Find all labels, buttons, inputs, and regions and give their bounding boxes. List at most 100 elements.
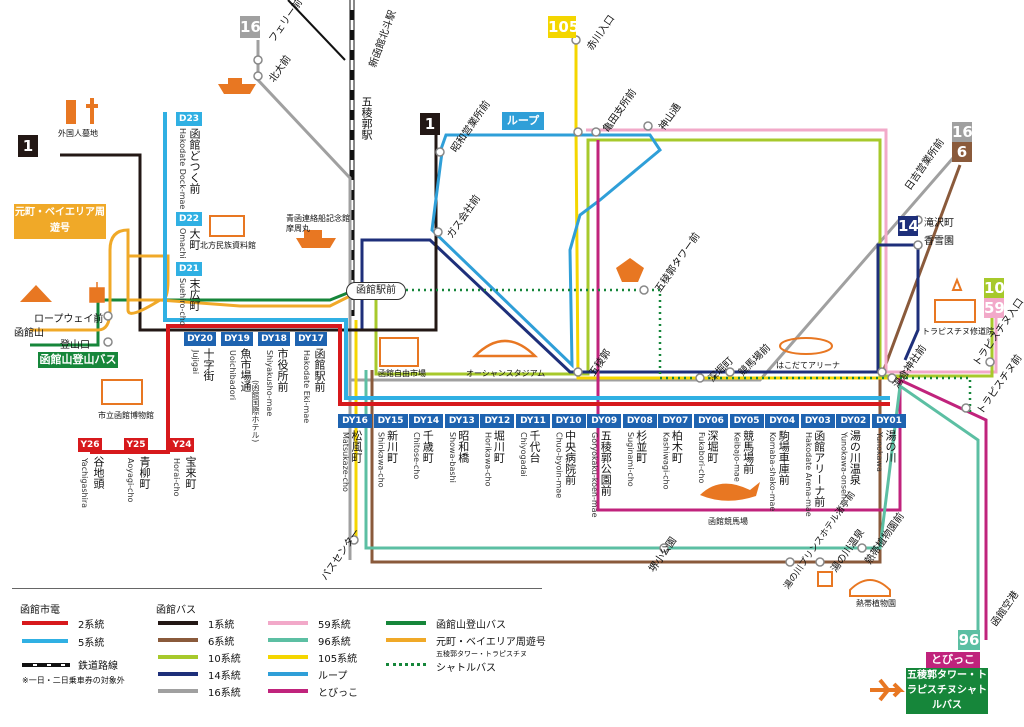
station-code-DY06: DY06 bbox=[694, 414, 728, 428]
route-1-badge-left: 1 bbox=[18, 135, 38, 157]
station-roman-DY19: Uoichibadori bbox=[228, 350, 237, 401]
station-code-DY17: DY17 bbox=[295, 332, 327, 346]
station-name-Y25: 青柳町 bbox=[138, 456, 151, 489]
station-roman-DY11: Chiyogadai bbox=[519, 432, 528, 477]
route-16-east-line bbox=[350, 149, 962, 382]
railway-line bbox=[287, 0, 355, 316]
route-1-line bbox=[60, 135, 438, 332]
legend-bus16: 16系統 bbox=[208, 688, 241, 699]
ropeway-icon bbox=[89, 282, 105, 303]
station-code-D23: D23 bbox=[176, 112, 202, 126]
landmark-racecourse: 函館競馬場 bbox=[708, 517, 748, 526]
station-roman-DY03: Hakodate Arena-mae bbox=[803, 432, 813, 517]
station-roman-Y25: Aoyagi-cho bbox=[126, 458, 135, 503]
station-code-DY03: DY03 bbox=[800, 414, 835, 428]
landmark-botanical: 熱帯植物園 bbox=[856, 599, 896, 608]
legend-bus16-line bbox=[158, 689, 198, 693]
station-code-DY02: DY02 bbox=[836, 414, 871, 428]
bay-area-box: 元町・ベイエリア周遊号 bbox=[14, 204, 106, 239]
stop-kougetsu: 香雪園 bbox=[924, 236, 954, 247]
loop-line bbox=[430, 133, 662, 369]
station-code-DY14: DY14 bbox=[409, 414, 444, 428]
station-roman-DY20: Jujigai bbox=[191, 350, 200, 375]
bay-area-line bbox=[30, 228, 351, 332]
station-code-D21: D21 bbox=[176, 262, 202, 276]
legend-tobikko-line bbox=[268, 689, 308, 693]
station-name-DY07: 柏木町 bbox=[670, 430, 684, 463]
landmark-seikan: 青函連絡船記念館摩周丸 bbox=[286, 214, 350, 233]
legend-tram-title: 函館市電 bbox=[20, 605, 60, 616]
racecourse-icon bbox=[700, 482, 760, 501]
cemetery-icon bbox=[66, 98, 98, 124]
landmark-trappist: トラピスチヌ修道院 bbox=[922, 327, 994, 336]
station-code-Y25: Y25 bbox=[124, 438, 148, 452]
legend-note: ※一日・二日乗車券の対象外 bbox=[22, 676, 125, 685]
legend-bay: 元町・ベイエリア周遊号 bbox=[436, 637, 546, 648]
station-roman-D23: Hakodate Dock-mae bbox=[178, 128, 187, 210]
station-code-DY13: DY13 bbox=[444, 414, 479, 428]
route-14-badge: 14 bbox=[898, 216, 919, 236]
station-note-DY19: (函館国際ホテル) bbox=[251, 380, 260, 443]
station-roman-DY08: Suginami-cho bbox=[625, 432, 635, 487]
route-96-badge: 96 bbox=[958, 630, 980, 650]
station-name-DY06: 深堀町 bbox=[706, 430, 719, 463]
station-code-DY19: DY19 bbox=[221, 332, 253, 346]
legend-bus59: 59系統 bbox=[318, 620, 351, 631]
tobikko-box: とびっこ bbox=[926, 652, 980, 668]
legend-bus14: 14系統 bbox=[208, 671, 241, 682]
station-roman-DY02: Yunokawa-onsen bbox=[839, 432, 849, 500]
arena-icon bbox=[779, 337, 833, 355]
legend-bus105: 105系統 bbox=[318, 654, 358, 665]
station-roman-DY17: Hakodate Eki-mae bbox=[302, 350, 311, 424]
station-name-DY03: 函館アリーナ前 bbox=[812, 430, 826, 507]
station-code-D22: D22 bbox=[176, 212, 202, 226]
route-96-line bbox=[364, 370, 980, 640]
station-code-DY08: DY08 bbox=[622, 414, 657, 428]
legend-tobikko: とびっこ bbox=[318, 688, 358, 699]
mountain-icon bbox=[20, 285, 52, 302]
route-59-badge: 59 bbox=[984, 298, 1005, 318]
station-name-DY10: 中央病院前 bbox=[563, 430, 577, 485]
legend-shuttle: シャトルバス bbox=[436, 663, 496, 674]
route-6-badge: 6 bbox=[952, 142, 972, 162]
station-code-DY05: DY05 bbox=[729, 414, 764, 428]
landmark-museum: 市立函館博物館 bbox=[98, 411, 154, 420]
station-roman-DY10: Chuo-byoin-mae bbox=[554, 432, 564, 499]
route-16-badge: 16 bbox=[240, 16, 261, 38]
bay-area-loop bbox=[126, 236, 170, 302]
station-roman-DY16: Matsukaze-cho bbox=[341, 432, 350, 492]
onsen-icon bbox=[817, 571, 833, 587]
station-code-DY15: DY15 bbox=[373, 414, 408, 428]
station-code-DY04: DY04 bbox=[765, 414, 800, 428]
legend-loop: ループ bbox=[318, 671, 348, 682]
tram-2-line bbox=[90, 324, 890, 454]
station-roman-DY12: Horikawa-cho bbox=[483, 432, 493, 487]
ferry-icon bbox=[218, 78, 256, 94]
stop-tozanguchi: 登山口 bbox=[60, 340, 90, 351]
legend-tram5: 5系統 bbox=[78, 638, 105, 649]
legend-bus-title: 函館バス bbox=[156, 605, 196, 616]
hakodate-station-box: 函館駅前 bbox=[346, 282, 406, 300]
shuttle-box: 五稜郭タワー・トラピスチヌシャトルバス bbox=[906, 668, 988, 714]
route-1-badge-mid: 1 bbox=[420, 113, 440, 135]
station-code-DY12: DY12 bbox=[480, 414, 515, 428]
station-roman-DY14: Chitose-cho bbox=[412, 432, 422, 480]
station-name-DY19: 魚市場通 bbox=[239, 348, 252, 392]
station-roman-DY13: Showa-bashi bbox=[447, 432, 457, 483]
station-name-DY14: 千歳町 bbox=[421, 430, 435, 463]
station-name-DY16: 松風町 bbox=[350, 430, 363, 463]
station-name-DY18: 市役所前 bbox=[276, 348, 289, 392]
legend-bus10: 10系統 bbox=[208, 654, 241, 665]
tobikko-line bbox=[596, 140, 988, 640]
station-roman-D22: Omachi bbox=[178, 228, 187, 259]
route-10-badge: 10 bbox=[984, 278, 1005, 298]
landmark-jiyu: 函館自由市場 bbox=[378, 369, 426, 378]
station-roman-DY05: Keibajo-mae bbox=[732, 432, 742, 482]
station-name-DY05: 競馬場前 bbox=[741, 430, 755, 474]
route-10-line bbox=[374, 138, 994, 378]
legend-bus6: 6系統 bbox=[208, 637, 235, 648]
loop-badge: ループ bbox=[502, 112, 544, 130]
legend-bus1-line bbox=[158, 621, 198, 625]
station-name-D22: 大町 bbox=[188, 228, 201, 250]
